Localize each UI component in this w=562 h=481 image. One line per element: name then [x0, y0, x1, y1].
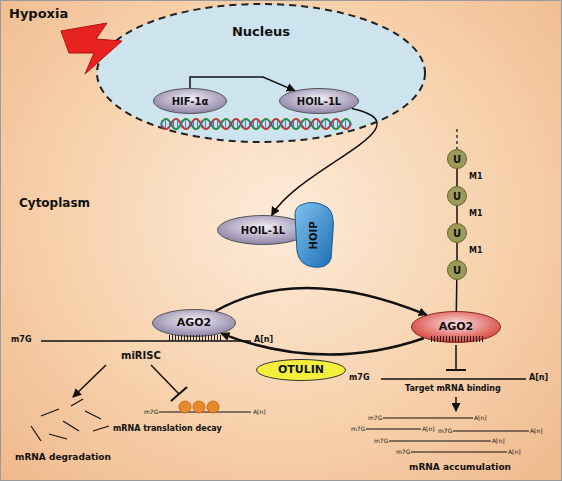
ubiquitin-circle: U — [447, 223, 467, 243]
text-label: m7G — [351, 426, 365, 432]
mrna-strand — [383, 418, 473, 419]
inhibition-bar — [171, 387, 187, 401]
node-shape — [448, 224, 467, 243]
protein-ellipse: HIF-1α — [153, 88, 227, 114]
text-label: A[n] — [508, 449, 521, 455]
node-label: U — [453, 265, 461, 276]
protein-ellipse: AGO2 — [152, 309, 236, 337]
mrna-strand — [381, 378, 526, 380]
inhibition-bar — [446, 369, 466, 371]
protein-ellipse: AGO2 — [411, 311, 501, 343]
node-label: HOIP — [308, 221, 319, 249]
text-label: A[n] — [254, 336, 273, 344]
text-label: A[n] — [492, 438, 505, 444]
node-shape — [154, 89, 227, 114]
mrna-strand — [389, 441, 491, 442]
text-label: m7G — [396, 449, 410, 455]
protein-ellipse: OTULIN — [256, 359, 346, 381]
node-shape — [295, 202, 333, 267]
node-text-box: HIF-1α — [153, 88, 227, 114]
text-label: mRNA accumulation — [409, 463, 511, 472]
node-label: U — [453, 228, 461, 239]
node-text-box: AGO2 — [152, 309, 236, 337]
node-text-box: OTULIN — [256, 359, 346, 381]
node-label: HIF-1α — [172, 96, 209, 107]
text-label: A[n] — [253, 409, 266, 415]
text-label: mRNA degradation — [15, 453, 111, 462]
text-label: miRISC — [121, 351, 161, 361]
process-arrow — [73, 365, 106, 397]
node-label: U — [453, 154, 461, 165]
text-label: Cytoplasm — [19, 197, 90, 209]
chain-link — [456, 243, 458, 260]
node-label: Nucleus — [232, 25, 290, 39]
node-shape — [153, 310, 236, 337]
process-arrow — [455, 397, 457, 411]
text-label: m7G — [11, 336, 31, 344]
node-shape — [257, 360, 346, 381]
text-label: Hypoxia — [9, 7, 68, 20]
text-label: m7G — [144, 409, 158, 415]
protein-blob: HOIP — [293, 201, 335, 269]
node-label: OTULIN — [278, 364, 324, 376]
nucleus-compartment: NucleusHIF-1α HOIL-1L — [96, 3, 426, 143]
ribosomes — [179, 401, 219, 413]
process-arrow — [221, 334, 423, 355]
inhibition-line — [151, 365, 179, 394]
node-label: AGO2 — [439, 321, 474, 333]
node-shape — [448, 261, 467, 280]
chain-link — [456, 206, 458, 223]
ubiquitin-circle: U — [447, 260, 467, 280]
text-label: M1 — [469, 247, 483, 255]
ubiquitin-chain-continuation — [456, 129, 458, 149]
text-label: A[n] — [474, 415, 487, 421]
node-text-box: AGO2 — [411, 311, 501, 343]
node-outline — [96, 3, 426, 143]
node-shape — [280, 89, 359, 114]
node-text-box: HOIL-1L — [279, 88, 359, 114]
node-text-box: HOIP — [293, 201, 335, 269]
node-text-box: U — [447, 223, 467, 243]
node-shape — [412, 312, 501, 343]
mrna-strand — [41, 340, 251, 342]
node-text-box: U — [447, 186, 467, 206]
text-label: A[n] — [422, 426, 435, 432]
text-label: m7G — [374, 438, 388, 444]
mrna-strand — [159, 412, 251, 413]
process-arrow — [216, 288, 427, 315]
chain-link — [456, 169, 458, 186]
ubiquitin-circle: U — [447, 186, 467, 206]
chain-link — [456, 280, 458, 311]
node-label: HOIL-1L — [297, 96, 341, 107]
text-label: m7G — [349, 374, 369, 382]
node-shape — [448, 150, 467, 169]
text-label: A[n] — [530, 428, 543, 434]
text-label: M1 — [469, 210, 483, 218]
node-text-box: U — [447, 260, 467, 280]
text-label: M1 — [469, 173, 483, 181]
node-label: HOIL-1L — [241, 225, 285, 236]
node-shape — [97, 4, 425, 142]
text-label: mRNA translation decay — [113, 425, 222, 433]
text-label: A[n] — [529, 374, 548, 382]
node-label: AGO2 — [177, 317, 212, 329]
mrna-strand — [366, 429, 421, 430]
inhibition-line — [455, 345, 457, 370]
text-label: m7G — [438, 428, 452, 434]
node-shape — [448, 187, 467, 206]
mrna-fragments — [31, 399, 109, 441]
node-text-box: Nucleus — [96, 3, 426, 143]
text-label: Target mRNA binding — [405, 385, 501, 393]
mrna-strand — [453, 431, 529, 432]
protein-ellipse: HOIL-1L — [279, 88, 359, 114]
node-text-box: U — [447, 149, 467, 169]
text-label: m7G — [368, 415, 382, 421]
node-label: U — [453, 191, 461, 202]
ubiquitin-circle: U — [447, 149, 467, 169]
mrna-strand — [411, 452, 507, 453]
